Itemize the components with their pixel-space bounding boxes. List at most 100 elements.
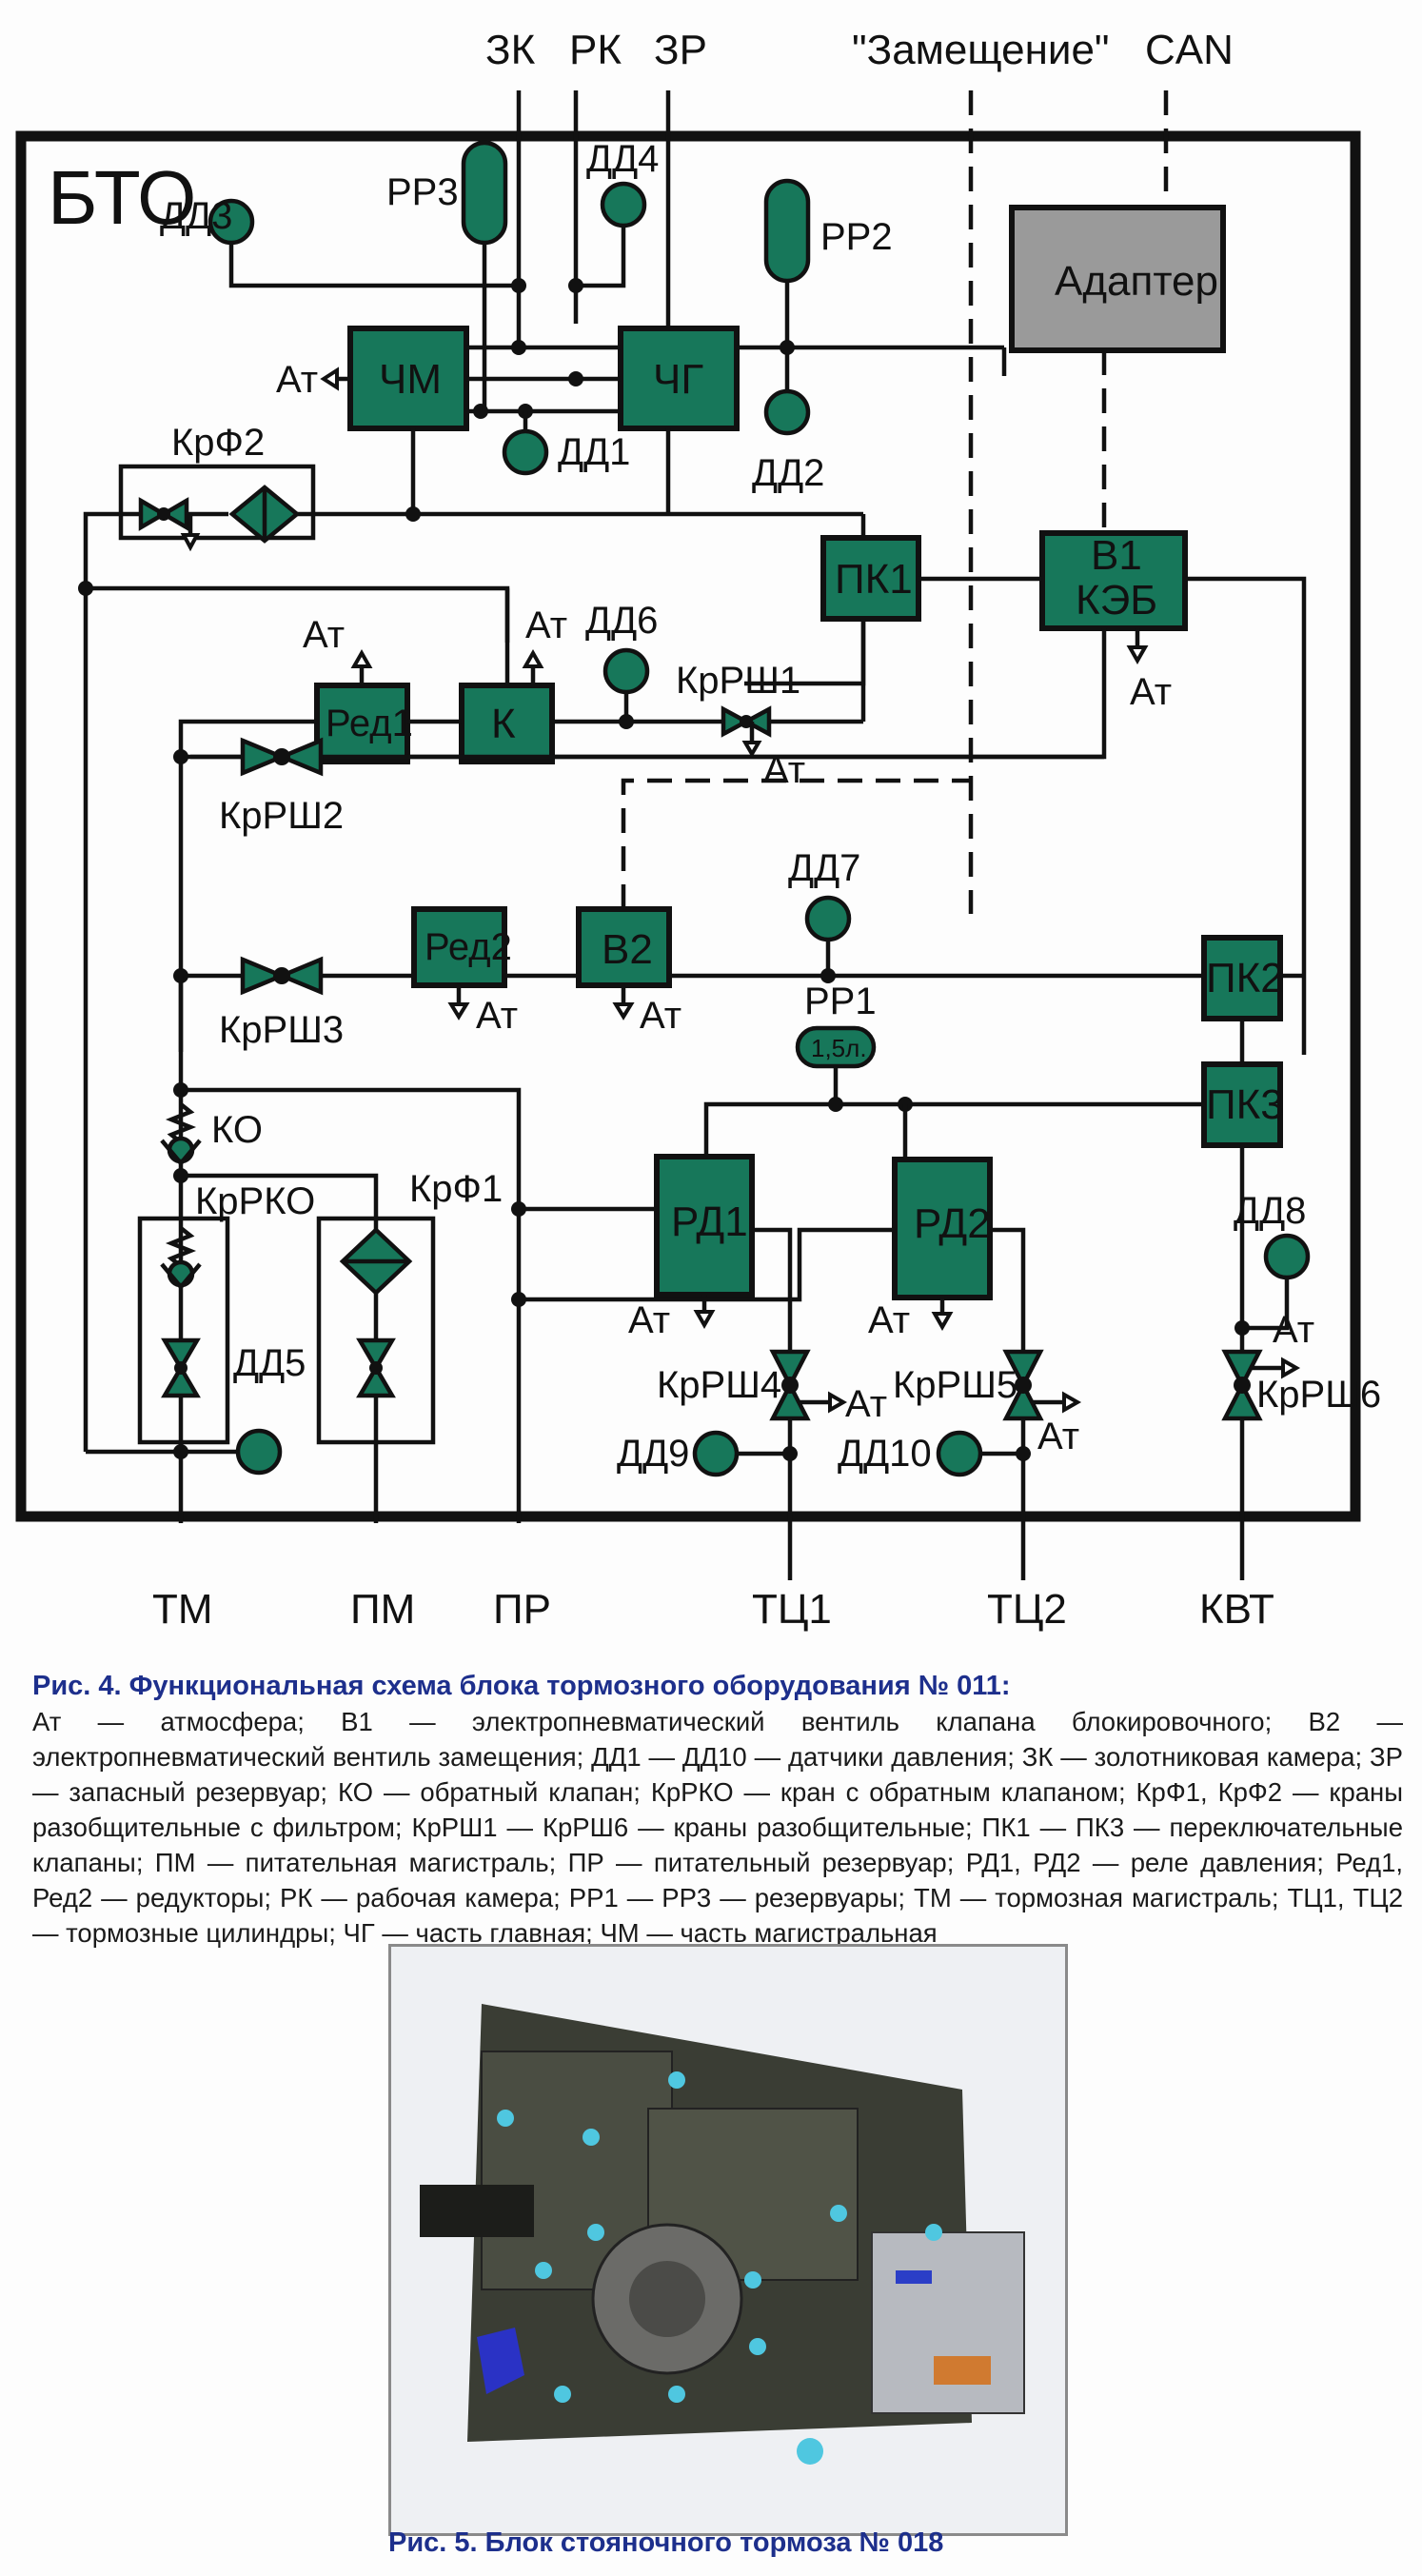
unit-chm-label: ЧМ — [379, 356, 442, 403]
valve-krsh5-label: КрРШ5 — [893, 1364, 1017, 1406]
unit-pk1-label: ПК1 — [835, 556, 913, 603]
unit-v1-label: В1 — [1091, 532, 1142, 579]
sensor-dd1 — [502, 428, 549, 476]
rd1-atmosphere-label: Ат — [628, 1299, 670, 1341]
port-tc1: ТЦ1 — [752, 1586, 832, 1633]
unit-red2-label: Ред2 — [425, 926, 512, 968]
valve-krrko-box — [137, 1216, 230, 1445]
unit-pk3-label: ПК3 — [1206, 1081, 1284, 1128]
reservoir-rr1-volume: 1,5л. — [811, 1034, 867, 1062]
unit-red1-label: Ред1 — [326, 703, 413, 744]
signal-substitution-label: "Замещение" — [852, 27, 1110, 73]
port-rk: РК — [569, 27, 622, 73]
figure4-legend: Ат — атмосфера; В1 — электропневматическ… — [32, 1707, 1403, 1948]
unit-pk1 — [820, 535, 921, 622]
sensor-dd10 — [936, 1430, 983, 1477]
sensor-dd7 — [804, 895, 852, 942]
valve-krsh3-label: КрРШ3 — [219, 1009, 344, 1051]
sensor-dd5 — [235, 1428, 283, 1476]
reservoir-rr2 — [763, 178, 811, 284]
valve-krsh4 — [769, 1349, 848, 1421]
valve-krsh6 — [1221, 1349, 1301, 1421]
electronic-module — [871, 2231, 1025, 2414]
unit-rd2-label: РД2 — [914, 1200, 991, 1247]
sensor-dd5-label: ДД5 — [233, 1342, 306, 1384]
unit-v2-label: В2 — [602, 926, 653, 973]
port-pr: ПР — [493, 1586, 551, 1633]
blue-handle — [477, 2328, 524, 2394]
signal-can-label: CAN — [1145, 27, 1234, 73]
valve-krf2-label: КрФ2 — [171, 422, 265, 464]
check-valve-ko — [167, 1136, 195, 1164]
valve-krf1-label: КрФ1 — [409, 1168, 503, 1210]
figure4-caption: Рис. 4. Функциональная схема блока тормо… — [32, 1668, 1403, 1951]
sensor-dd8 — [1263, 1233, 1311, 1280]
port-zk: ЗК — [485, 27, 536, 73]
krsh4-atmosphere-label: Ат — [845, 1383, 887, 1425]
port-pm: ПМ — [350, 1586, 415, 1633]
unit-chg-label: ЧГ — [653, 356, 703, 403]
bto-frame — [15, 130, 1361, 1522]
sensor-dd6-label: ДД6 — [585, 600, 658, 642]
reservoir-rr1-label: РР1 — [804, 981, 877, 1022]
valve-krf2 — [138, 485, 413, 552]
unit-chg — [618, 326, 740, 431]
unit-red1 — [314, 683, 410, 764]
port-kvt: КВТ — [1199, 1586, 1274, 1633]
adapter-unit — [1009, 205, 1226, 353]
valve-krrko-label: КрРКО — [195, 1180, 315, 1222]
adapter-label: Адаптер — [1055, 258, 1218, 305]
valve-krsh2 — [240, 737, 324, 777]
red1-atmosphere-label: Ат — [303, 614, 345, 656]
top-ports: ЗК РК ЗР "Замещение" CAN — [485, 27, 1234, 914]
unit-k-label: К — [491, 701, 516, 747]
parking-brake-unit-photo — [388, 1944, 1068, 2536]
valve-krsh4-label: КрРШ4 — [657, 1364, 781, 1406]
krsh6-atmosphere-label: Ат — [1273, 1309, 1314, 1351]
valve-krsh2-label: КрРШ2 — [219, 795, 344, 837]
sensor-dd4 — [600, 181, 647, 228]
v1-atmosphere-label: Ат — [1130, 671, 1172, 713]
sensor-dd7-label: ДД7 — [788, 847, 860, 889]
unit-pk2-label: ПК2 — [1206, 955, 1284, 1001]
rd2-atmosphere-label: Ат — [868, 1299, 910, 1341]
figure4-title: Рис. 4. Функциональная схема блока тормо… — [32, 1671, 1011, 1701]
unit-keb-label: КЭБ — [1076, 577, 1157, 624]
valve-krsh5 — [1002, 1349, 1082, 1421]
reservoir-rr3-label: РР3 — [386, 171, 459, 213]
sensor-dd10-label: ДД10 — [838, 1433, 932, 1475]
spring-ko-icon — [165, 1102, 197, 1144]
sensor-dd4-label: ДД4 — [586, 138, 659, 180]
sensor-dd2-label: ДД2 — [752, 452, 824, 494]
valve-ko-label: КО — [211, 1109, 263, 1151]
valve-krsh3 — [240, 956, 324, 996]
reservoir-rr3 — [461, 140, 508, 246]
substitution-signal-line — [621, 778, 971, 909]
block-title: БТО — [48, 155, 196, 240]
valve-krsh6-label: КрРШ6 — [1256, 1374, 1381, 1416]
v2-atmosphere-label: Ат — [640, 995, 681, 1037]
sensor-dd3-label: ДД3 — [160, 195, 232, 237]
sensor-dd8-label: ДД8 — [1234, 1190, 1306, 1232]
sensor-dd1-label: ДД1 — [558, 431, 630, 473]
functional-schematic: БТО ЗК РК ЗР "Замещение" CAN ЧМ ЧГ Ат РР… — [15, 27, 1381, 1633]
red2-atmosphere-label: Ат — [476, 995, 518, 1037]
sensor-dd6 — [602, 647, 650, 695]
valve-krsh1 — [721, 705, 863, 758]
valve-krf1 — [356, 1338, 396, 1398]
unit-chm — [347, 326, 469, 431]
reservoir-rr2-label: РР2 — [820, 216, 893, 258]
k-atmosphere-label: Ат — [525, 604, 567, 646]
valve-krf2-box — [118, 464, 316, 541]
port-tm: ТМ — [152, 1586, 213, 1633]
figure5-title: Рис. 5. Блок стояночного тормоза № 018 — [388, 2527, 944, 2558]
unit-v2 — [576, 906, 672, 988]
sensor-dd2 — [763, 388, 811, 436]
bottom-ports: ТМ ПМ ПР ТЦ1 ТЦ2 КВТ — [152, 1586, 1274, 1633]
chm-atmosphere-label: Ат — [276, 359, 318, 401]
port-tc2: ТЦ2 — [987, 1586, 1067, 1633]
valve-krrko — [161, 1338, 201, 1398]
sensor-dd9 — [692, 1430, 740, 1477]
krsh5-atmosphere-label: Ат — [1037, 1416, 1079, 1457]
port-zr: ЗР — [654, 27, 707, 73]
